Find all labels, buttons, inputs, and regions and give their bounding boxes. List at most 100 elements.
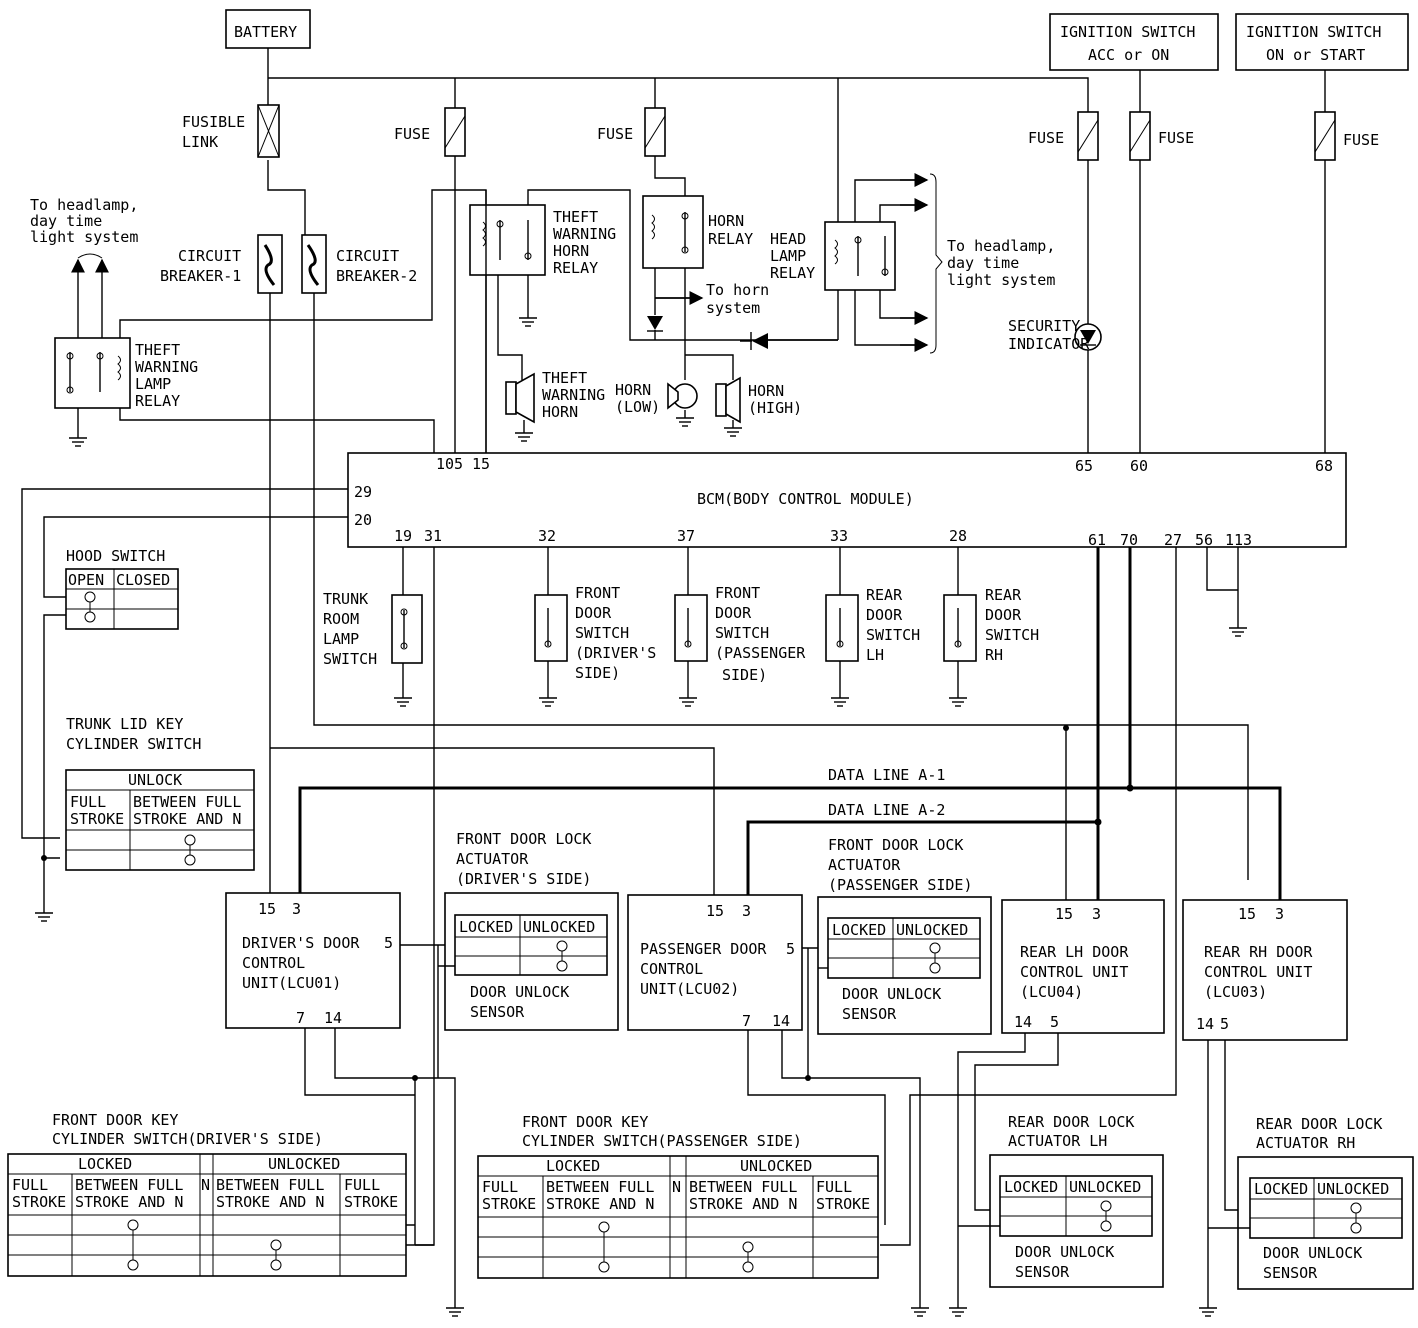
svg-text:15: 15	[258, 900, 276, 918]
front-door-switch-passenger: FRONT DOOR SWITCH (PASSENGER SIDE)	[674, 584, 806, 684]
svg-text:DOOR: DOOR	[715, 604, 752, 622]
svg-text:light system: light system	[30, 228, 138, 246]
rear-door-lock-actuator-lh: REAR DOOR LOCK ACTUATOR LH LOCKED UNLOCK…	[989, 1113, 1164, 1288]
svg-text:61: 61	[1088, 531, 1106, 549]
svg-text:TRUNK LID KEY: TRUNK LID KEY	[66, 715, 183, 733]
svg-text:ON or START: ON or START	[1266, 46, 1365, 64]
svg-text:CLOSED: CLOSED	[116, 571, 170, 589]
rear-rh-door-control-unit-lcu03: 15 3 REAR RH DOOR CONTROL UNIT (LCU03) 1…	[1182, 899, 1348, 1041]
svg-text:BETWEEN FULL: BETWEEN FULL	[546, 1178, 654, 1196]
svg-text:BATTERY: BATTERY	[234, 23, 297, 41]
svg-text:STROKE AND N: STROKE AND N	[689, 1195, 797, 1213]
bcm-body-control-module: BCM(BODY CONTROL MODULE) 105 15 65 60 68…	[347, 452, 1347, 549]
svg-text:ACTUATOR RH: ACTUATOR RH	[1256, 1134, 1355, 1152]
trunk-lid-key-cylinder-switch: TRUNK LID KEY CYLINDER SWITCH UNLOCK FUL…	[65, 715, 255, 871]
svg-text:STROKE: STROKE	[482, 1195, 536, 1213]
svg-text:FUSIBLE: FUSIBLE	[182, 113, 245, 131]
svg-text:SWITCH: SWITCH	[715, 624, 769, 642]
rear-lh-door-control-unit-lcu04: 15 3 REAR LH DOOR CONTROL UNIT (LCU04) 1…	[1001, 899, 1165, 1034]
svg-text:HORN: HORN	[615, 381, 651, 399]
svg-text:113: 113	[1225, 531, 1252, 549]
svg-text:CYLINDER SWITCH(DRIVER'S SIDE): CYLINDER SWITCH(DRIVER'S SIDE)	[52, 1130, 323, 1148]
svg-text:DATA LINE A-1: DATA LINE A-1	[828, 766, 945, 784]
svg-text:37: 37	[677, 527, 695, 545]
svg-text:(LCU04): (LCU04)	[1020, 983, 1083, 1001]
svg-text:ACTUATOR: ACTUATOR	[828, 856, 901, 874]
svg-text:SENSOR: SENSOR	[1263, 1264, 1318, 1282]
svg-text:DATA LINE A-2: DATA LINE A-2	[828, 801, 945, 819]
svg-text:ACTUATOR: ACTUATOR	[456, 850, 529, 868]
svg-text:LH: LH	[866, 646, 884, 664]
svg-text:DOOR UNLOCK: DOOR UNLOCK	[1015, 1243, 1114, 1261]
svg-text:RELAY: RELAY	[135, 392, 180, 410]
svg-text:(LCU03): (LCU03)	[1204, 983, 1267, 1001]
svg-text:SENSOR: SENSOR	[842, 1005, 897, 1023]
fuse-3: FUSE	[1028, 111, 1099, 161]
svg-text:7: 7	[296, 1009, 305, 1027]
svg-text:FUSE: FUSE	[1343, 131, 1379, 149]
svg-text:60: 60	[1130, 457, 1148, 475]
svg-text:5: 5	[384, 934, 393, 952]
svg-text:FUSE: FUSE	[1028, 129, 1064, 147]
svg-text:20: 20	[354, 511, 372, 529]
svg-text:RH: RH	[985, 646, 1003, 664]
svg-text:28: 28	[949, 527, 967, 545]
svg-text:LOCKED: LOCKED	[459, 918, 513, 936]
svg-text:STROKE: STROKE	[12, 1193, 66, 1211]
svg-text:STROKE AND N: STROKE AND N	[133, 810, 241, 828]
svg-text:FRONT: FRONT	[715, 584, 760, 602]
svg-text:HORN: HORN	[553, 242, 589, 260]
svg-text:N: N	[672, 1178, 681, 1196]
svg-text:BETWEEN FULL: BETWEEN FULL	[75, 1176, 183, 1194]
hood-switch: HOOD SWITCH OPEN CLOSED	[65, 547, 179, 630]
svg-text:15: 15	[706, 902, 724, 920]
svg-text:UNLOCKED: UNLOCKED	[896, 921, 968, 939]
svg-text:3: 3	[742, 902, 751, 920]
svg-text:15: 15	[472, 455, 490, 473]
svg-text:HOOD SWITCH: HOOD SWITCH	[66, 547, 165, 565]
svg-text:SWITCH: SWITCH	[866, 626, 920, 644]
svg-text:(LOW): (LOW)	[615, 398, 660, 416]
svg-text:FRONT DOOR LOCK: FRONT DOOR LOCK	[456, 830, 591, 848]
svg-text:UNLOCKED: UNLOCKED	[523, 918, 595, 936]
svg-text:BCM(BODY CONTROL MODULE): BCM(BODY CONTROL MODULE)	[697, 490, 914, 508]
svg-text:ROOM: ROOM	[323, 610, 359, 628]
svg-text:CONTROL UNIT: CONTROL UNIT	[1204, 963, 1312, 981]
svg-text:To headlamp,: To headlamp,	[947, 237, 1055, 255]
svg-text:BETWEEN FULL: BETWEEN FULL	[689, 1178, 797, 1196]
svg-text:UNLOCKED: UNLOCKED	[1069, 1178, 1141, 1196]
svg-text:LOCKED: LOCKED	[1004, 1178, 1058, 1196]
rear-door-switch-rh: REAR DOOR SWITCH RH	[943, 586, 1039, 664]
drivers-door-control-unit-lcu01: 15 3 DRIVER'S DOOR 5 CONTROL UNIT(LCU01)…	[225, 892, 401, 1029]
svg-text:FRONT DOOR KEY: FRONT DOOR KEY	[52, 1111, 178, 1129]
svg-text:STROKE: STROKE	[816, 1195, 870, 1213]
front-door-lock-actuator-drivers: FRONT DOOR LOCK ACTUATOR (DRIVER'S SIDE)…	[444, 830, 619, 1031]
svg-text:SWITCH: SWITCH	[575, 624, 629, 642]
svg-text:32: 32	[538, 527, 556, 545]
svg-text:BREAKER-1: BREAKER-1	[160, 267, 241, 285]
svg-text:CONTROL: CONTROL	[242, 954, 305, 972]
svg-text:(DRIVER'S: (DRIVER'S	[575, 644, 656, 662]
svg-text:LOCKED: LOCKED	[832, 921, 886, 939]
svg-text:RELAY: RELAY	[553, 259, 598, 277]
svg-text:TRUNK: TRUNK	[323, 590, 368, 608]
svg-text:LAMP: LAMP	[135, 375, 171, 393]
svg-text:ACC or ON: ACC or ON	[1088, 46, 1169, 64]
svg-text:CIRCUIT: CIRCUIT	[336, 247, 399, 265]
fuse-5: FUSE	[1314, 111, 1379, 161]
svg-text:RELAY: RELAY	[770, 264, 815, 282]
svg-text:FULL: FULL	[12, 1176, 48, 1194]
svg-text:WARNING: WARNING	[135, 358, 198, 376]
svg-text:ACTUATOR LH: ACTUATOR LH	[1008, 1132, 1107, 1150]
svg-text:5: 5	[1220, 1015, 1229, 1033]
svg-text:SWITCH: SWITCH	[985, 626, 1039, 644]
svg-text:RELAY: RELAY	[708, 230, 753, 248]
svg-text:FRONT: FRONT	[575, 584, 620, 602]
svg-text:70: 70	[1120, 531, 1138, 549]
svg-text:FULL: FULL	[70, 793, 106, 811]
svg-text:LOCKED: LOCKED	[78, 1155, 132, 1173]
svg-text:29: 29	[354, 483, 372, 501]
battery: BATTERY	[225, 9, 311, 49]
svg-text:CIRCUIT: CIRCUIT	[178, 247, 241, 265]
